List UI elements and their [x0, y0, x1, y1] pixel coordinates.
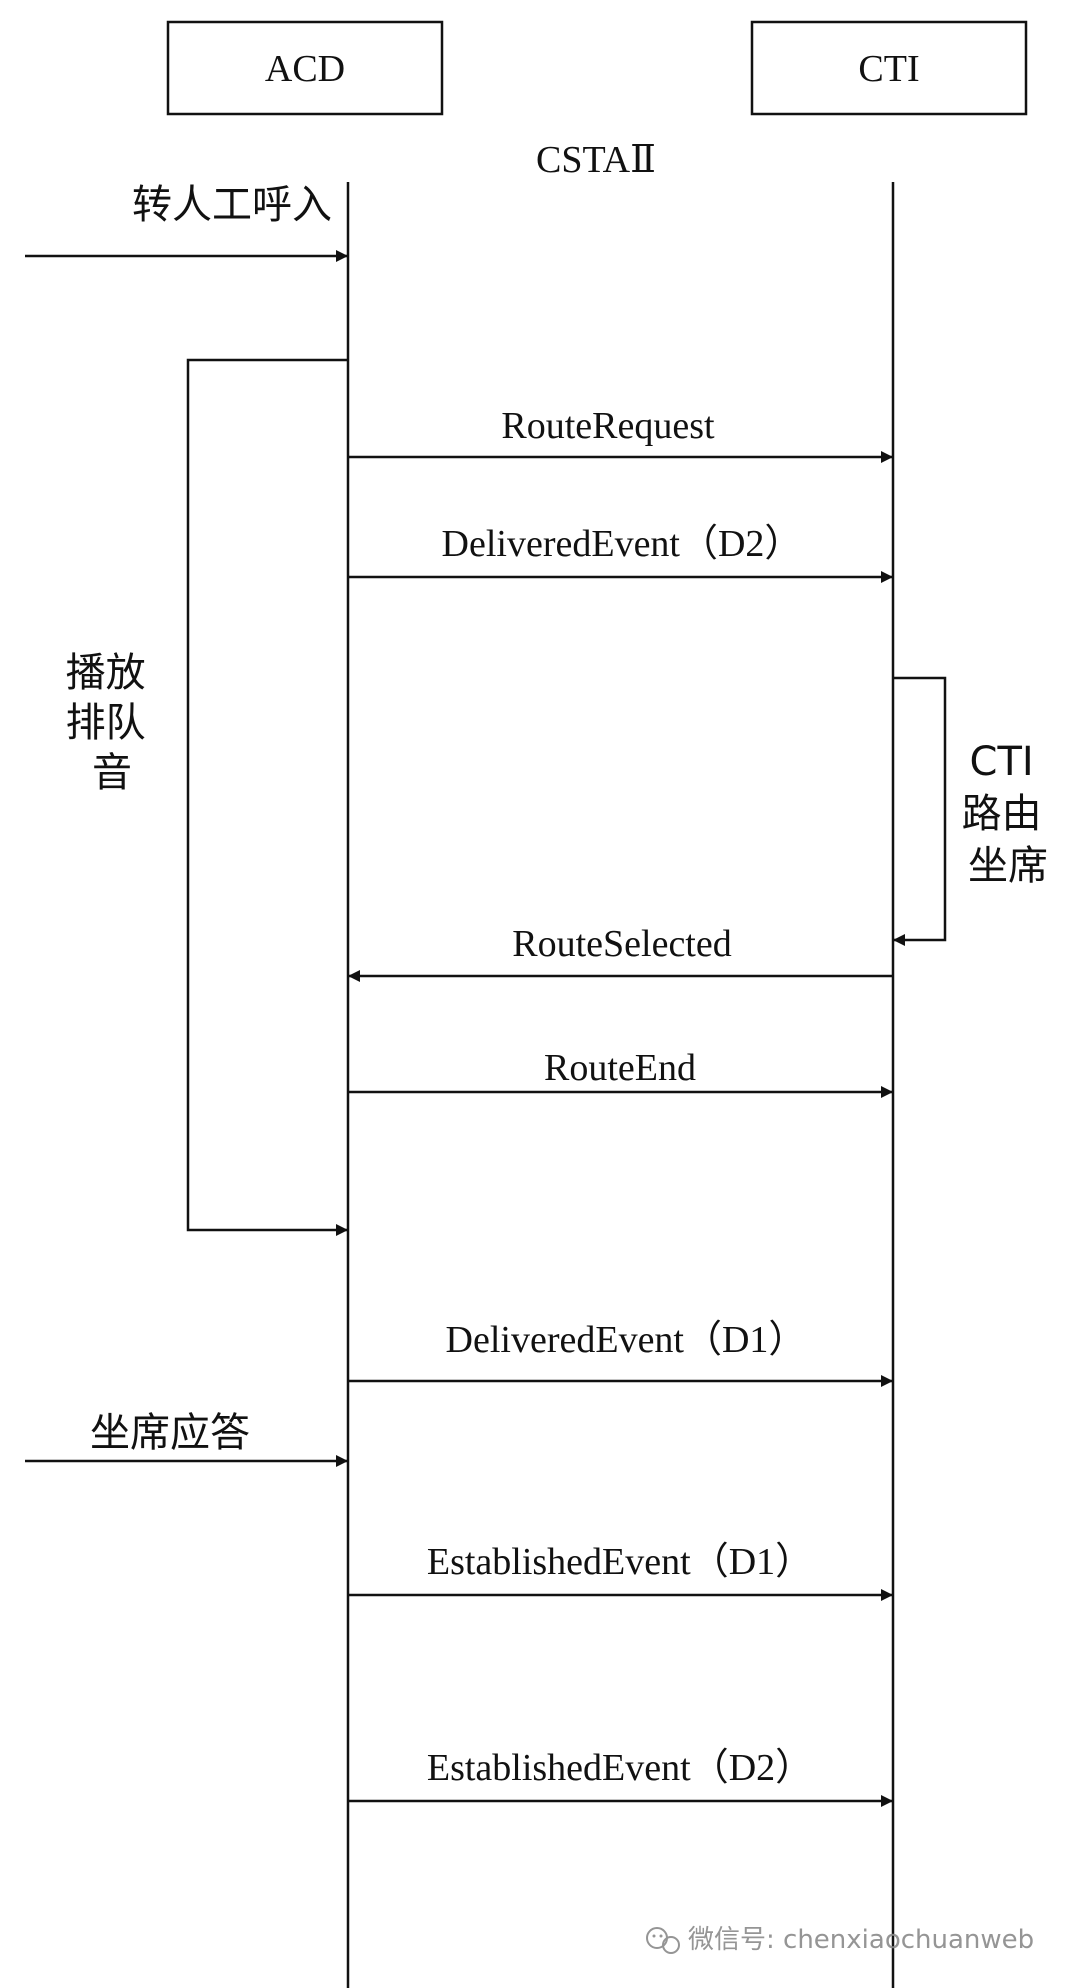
cti-routing-line-1: CTI [970, 739, 1034, 785]
agent-answered-label: 坐席应答 [90, 1410, 250, 1456]
message-route-request-label: RouteRequest [501, 405, 715, 447]
message-delivered-d1-label: DeliveredEvent（D1） [446, 1319, 807, 1361]
message-delivered-d2-label: DeliveredEvent（D2） [442, 523, 803, 565]
message-route-selected-label: RouteSelected [512, 923, 731, 965]
participant-cti-label: CTI [858, 48, 919, 90]
message-established-d1-label: EstablishedEvent（D1） [427, 1541, 813, 1583]
message-route-end: RouteEnd [348, 1047, 893, 1098]
message-route-selected: RouteSelected [348, 923, 893, 982]
message-delivered-d1: DeliveredEvent（D1） [348, 1319, 893, 1387]
message-route-end-label: RouteEnd [544, 1047, 696, 1089]
participant-cti: CTI [750, 20, 1028, 116]
queue-music-line-1: 播放 [66, 650, 146, 696]
cti-routing-line-3: 坐席 [968, 843, 1048, 889]
queue-music-loop: 播放 排队 音 [66, 358, 348, 1236]
participant-acd-box [166, 20, 444, 116]
message-established-d2: EstablishedEvent（D2） [348, 1747, 893, 1807]
message-delivered-d2: DeliveredEvent（D2） [348, 523, 893, 583]
cti-routing-line-2: 路由 [962, 791, 1042, 837]
incoming-call-event: 转人工呼入 [25, 182, 348, 262]
participant-cti-box [750, 20, 1028, 116]
cti-routing-label: CTI 路由 坐席 [962, 739, 1055, 889]
incoming-call-label: 转人工呼入 [132, 182, 332, 228]
message-established-d1: EstablishedEvent（D1） [348, 1541, 893, 1601]
cti-routing-loop-line [893, 676, 947, 946]
wechat-watermark: 微信号: chenxiaochuanweb [646, 1925, 1034, 1955]
wechat-icon [646, 1927, 680, 1954]
participant-acd: ACD [166, 20, 444, 116]
cti-routing-loop: CTI 路由 坐席 [893, 676, 1055, 946]
queue-music-line-2: 排队 [66, 700, 146, 746]
agent-answered-event: 坐席应答 [25, 1410, 348, 1467]
message-established-d2-label: EstablishedEvent（D2） [427, 1747, 813, 1789]
queue-music-line-3: 音 [92, 750, 132, 796]
protocol-label: CSTAⅡ [536, 139, 656, 181]
watermark-text: 微信号: chenxiaochuanweb [688, 1925, 1034, 1955]
queue-music-label: 播放 排队 音 [66, 650, 159, 796]
participant-acd-label: ACD [265, 48, 345, 90]
queue-music-loop-line [186, 358, 348, 1236]
message-route-request: RouteRequest [348, 405, 893, 463]
